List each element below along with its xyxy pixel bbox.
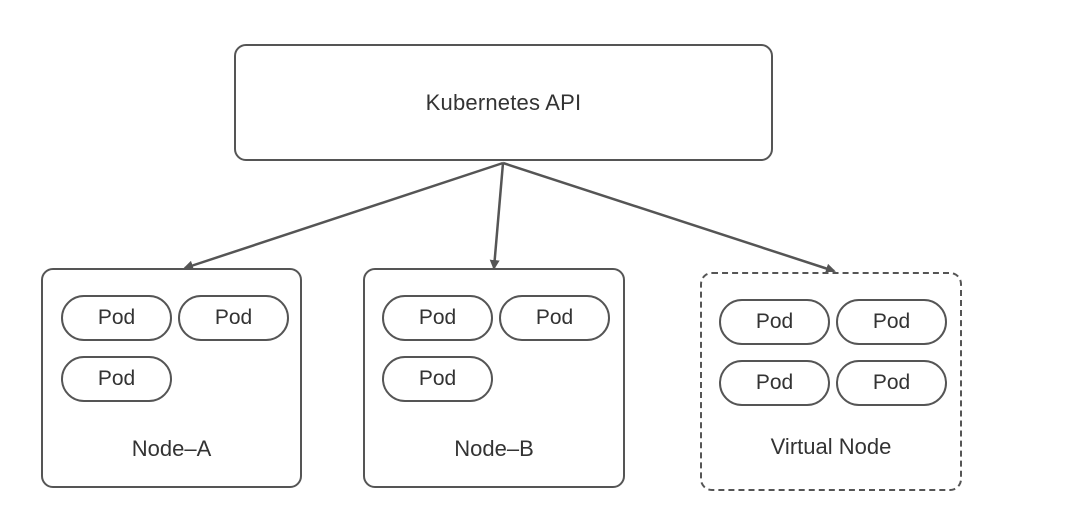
pod: Pod [61, 295, 172, 341]
virtual-node-box: Pod Pod Pod Pod Virtual Node [700, 272, 962, 491]
virtual-node-label: Virtual Node [770, 434, 892, 459]
node-b-label: Node–B [454, 436, 534, 461]
pod: Pod [178, 295, 289, 341]
node-b-box: Pod Pod Pod Node–B [363, 268, 625, 488]
node-a-label: Node–A [131, 436, 212, 461]
pod: Pod [499, 295, 610, 341]
arrow-to-node-a [183, 161, 504, 271]
pod: Pod [382, 295, 493, 341]
kubernetes-api-label: Kubernetes API [425, 89, 582, 115]
pod: Pod [61, 356, 172, 402]
pod: Pod [719, 360, 830, 406]
arrow-to-node-b [489, 162, 505, 270]
pod: Pod [836, 360, 947, 406]
pod: Pod [836, 299, 947, 345]
pod: Pod [719, 299, 830, 345]
node-a-box: Pod Pod Pod Node–A [41, 268, 302, 488]
kubernetes-api-box: Kubernetes API [234, 44, 773, 161]
arrow-to-virtual-node [502, 161, 836, 274]
pod: Pod [382, 356, 493, 402]
